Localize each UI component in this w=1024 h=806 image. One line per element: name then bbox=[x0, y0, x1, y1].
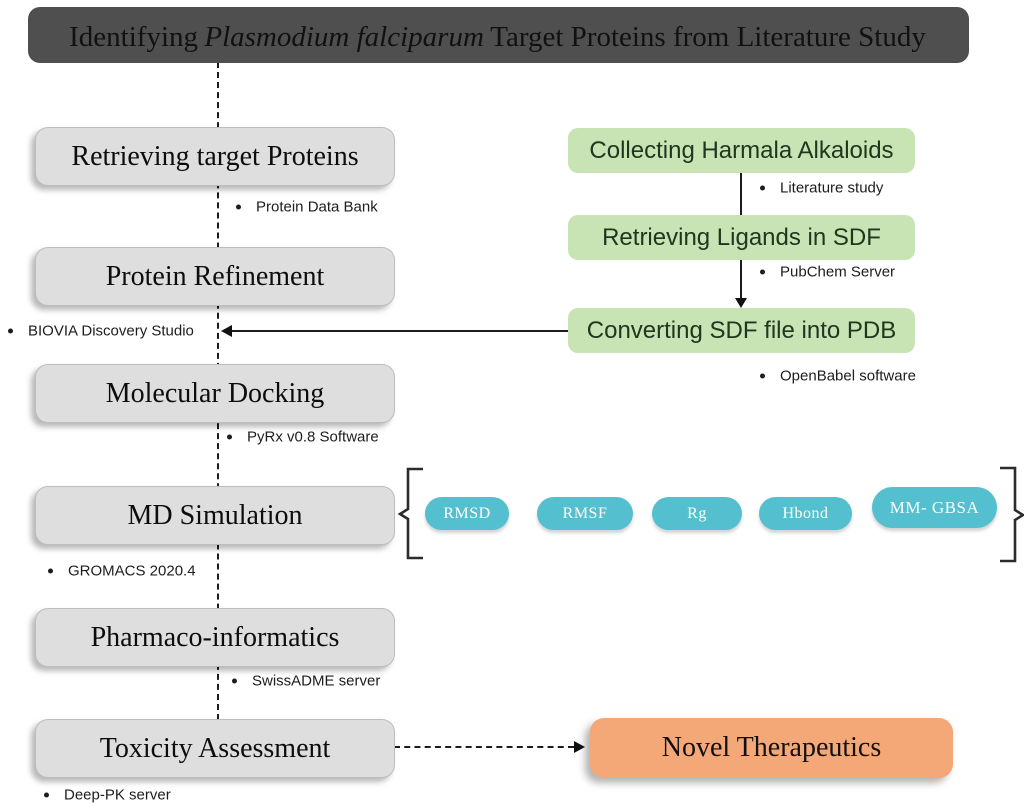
tool-label: Deep-PK server bbox=[64, 786, 171, 804]
step-label: Molecular Docking bbox=[105, 377, 325, 409]
step-label: Pharmaco-informatics bbox=[90, 621, 340, 653]
connector-toxicity-to-outcome bbox=[394, 746, 574, 748]
arrowhead-down-icon bbox=[735, 298, 747, 308]
metric-label: MM- GBSA bbox=[889, 497, 980, 517]
bullet-icon bbox=[232, 678, 237, 684]
tool-label: PubChem Server bbox=[780, 263, 896, 281]
step-collecting-harmala-alkaloids: Collecting Harmala Alkaloids bbox=[568, 128, 915, 173]
step-md-simulation: MD Simulation bbox=[35, 486, 395, 545]
step-molecular-docking: Molecular Docking bbox=[35, 364, 395, 423]
metric-label: RMSD bbox=[443, 504, 491, 522]
title-suffix: Target Proteins from Literature Study bbox=[490, 20, 926, 53]
connector-convert-to-refinement bbox=[230, 330, 568, 332]
outcome-novel-therapeutics: Novel Therapeutics bbox=[590, 718, 953, 778]
tool-label: Protein Data Bank bbox=[256, 198, 378, 216]
step-pharmaco-informatics: Pharmaco-informatics bbox=[35, 608, 395, 667]
metric-pill-mm-gbsa: MM- GBSA bbox=[872, 487, 997, 528]
outcome-label: Novel Therapeutics bbox=[661, 732, 882, 763]
tool-biovia-discovery-studio: BIOVIA Discovery Studio bbox=[8, 323, 194, 340]
tool-gromacs: GROMACS 2020.4 bbox=[48, 563, 196, 580]
metric-pill-rmsd: RMSD bbox=[425, 497, 509, 530]
metric-label: RMSF bbox=[562, 504, 608, 522]
tool-protein-data-bank: Protein Data Bank bbox=[236, 199, 378, 216]
tool-label: OpenBabel software bbox=[780, 367, 916, 385]
arrowhead-left-icon bbox=[221, 325, 232, 337]
title-prefix: Identifying bbox=[69, 20, 198, 53]
step-converting-sdf-to-pdb: Converting SDF file into PDB bbox=[568, 308, 915, 353]
connector-retrieve-to-convert bbox=[740, 260, 742, 300]
step-label: Collecting Harmala Alkaloids bbox=[589, 136, 894, 164]
bullet-icon bbox=[236, 204, 241, 210]
step-label: Retrieving Ligands in SDF bbox=[602, 223, 881, 251]
tool-openbabel: OpenBabel software bbox=[760, 368, 916, 385]
bullet-icon bbox=[227, 434, 232, 440]
metric-pill-rg: Rg bbox=[652, 497, 742, 530]
step-retrieving-target-proteins: Retrieving target Proteins bbox=[35, 127, 395, 186]
metric-label: Hbond bbox=[782, 504, 829, 522]
bullet-icon bbox=[760, 185, 765, 191]
metric-label: Rg bbox=[687, 504, 707, 522]
metric-pill-hbond: Hbond bbox=[759, 497, 852, 530]
title-species-italic: Plasmodium falciparum bbox=[204, 20, 484, 53]
right-curly-brace-icon bbox=[1000, 466, 1024, 563]
bullet-icon bbox=[44, 792, 49, 798]
metric-pill-rmsf: RMSF bbox=[537, 497, 633, 530]
tool-label: Literature study bbox=[780, 179, 884, 197]
tool-label: GROMACS 2020.4 bbox=[68, 562, 196, 580]
bullet-icon bbox=[760, 269, 765, 275]
tool-pyrx-software: PyRx v0.8 Software bbox=[227, 429, 379, 446]
bullet-icon bbox=[48, 568, 53, 574]
step-label: Toxicity Assessment bbox=[99, 732, 331, 764]
step-protein-refinement: Protein Refinement bbox=[35, 247, 395, 306]
step-label: Retrieving target Proteins bbox=[71, 140, 359, 172]
tool-pubchem-server: PubChem Server bbox=[760, 264, 895, 281]
tool-label: SwissADME server bbox=[252, 672, 381, 690]
tool-label: BIOVIA Discovery Studio bbox=[28, 322, 194, 340]
bullet-icon bbox=[8, 328, 13, 334]
step-retrieving-ligands-sdf: Retrieving Ligands in SDF bbox=[568, 215, 915, 260]
connector-collect-to-retrieve bbox=[740, 173, 742, 215]
tool-swissadme: SwissADME server bbox=[232, 673, 380, 690]
step-label: MD Simulation bbox=[127, 499, 303, 531]
step-label: Converting SDF file into PDB bbox=[586, 316, 897, 344]
arrowhead-right-icon bbox=[574, 741, 585, 753]
step-label: Protein Refinement bbox=[105, 260, 325, 292]
tool-label: PyRx v0.8 Software bbox=[247, 428, 379, 446]
tool-deep-pk: Deep-PK server bbox=[44, 787, 171, 804]
left-curly-brace-icon bbox=[398, 467, 423, 560]
bullet-icon bbox=[760, 373, 765, 379]
step-toxicity-assessment: Toxicity Assessment bbox=[35, 719, 395, 778]
tool-literature-study: Literature study bbox=[760, 180, 883, 197]
